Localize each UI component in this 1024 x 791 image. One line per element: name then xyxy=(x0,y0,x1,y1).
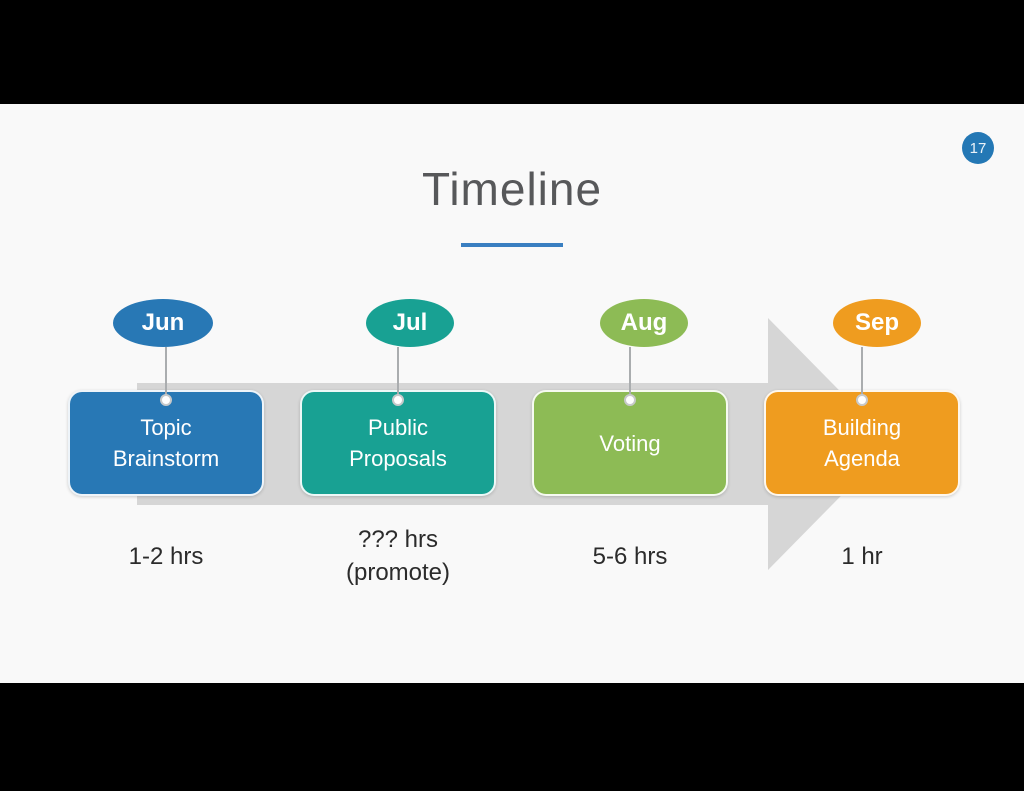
page-number-badge: 17 xyxy=(962,132,994,164)
stage-box-public-proposals: Public Proposals xyxy=(300,390,496,496)
connector-line xyxy=(861,347,863,396)
month-badge-jul: Jul xyxy=(366,299,454,347)
duration-label: 1-2 hrs xyxy=(128,542,204,570)
connector-dot xyxy=(856,394,868,406)
timeline-column-jun: Jun Topic Brainstorm 1-2 hrs xyxy=(0,104,1024,683)
slide-canvas: 17 Timeline Jun Topic Brainstorm 1-2 hrs… xyxy=(0,104,1024,683)
connector-dot xyxy=(624,394,636,406)
connector-line xyxy=(629,347,631,396)
connector-line xyxy=(165,347,167,396)
timeline-column-sep: Sep Building Agenda 1 hr xyxy=(0,104,1024,683)
timeline-column-aug: Aug Voting 5-6 hrs xyxy=(0,104,1024,683)
month-badge-aug: Aug xyxy=(600,299,688,347)
duration-label: ??? hrs (promote) xyxy=(345,526,451,586)
duration-label: 1 hr xyxy=(841,542,883,570)
title-underline xyxy=(461,243,563,247)
month-badge-jun: Jun xyxy=(113,299,213,347)
letterbox-top xyxy=(0,0,1024,104)
connector-dot xyxy=(392,394,404,406)
duration-label: 5-6 hrs xyxy=(592,542,668,570)
stage-box-topic-brainstorm: Topic Brainstorm xyxy=(68,390,264,496)
page-number: 17 xyxy=(969,139,987,157)
letterbox-bottom xyxy=(0,683,1024,791)
slide-title: Timeline xyxy=(421,163,603,215)
connector-dot xyxy=(160,394,172,406)
timeline-column-jul: Jul Public Proposals ??? hrs (promote) xyxy=(0,104,1024,683)
month-badge-sep: Sep xyxy=(833,299,921,347)
connector-line xyxy=(397,347,399,396)
